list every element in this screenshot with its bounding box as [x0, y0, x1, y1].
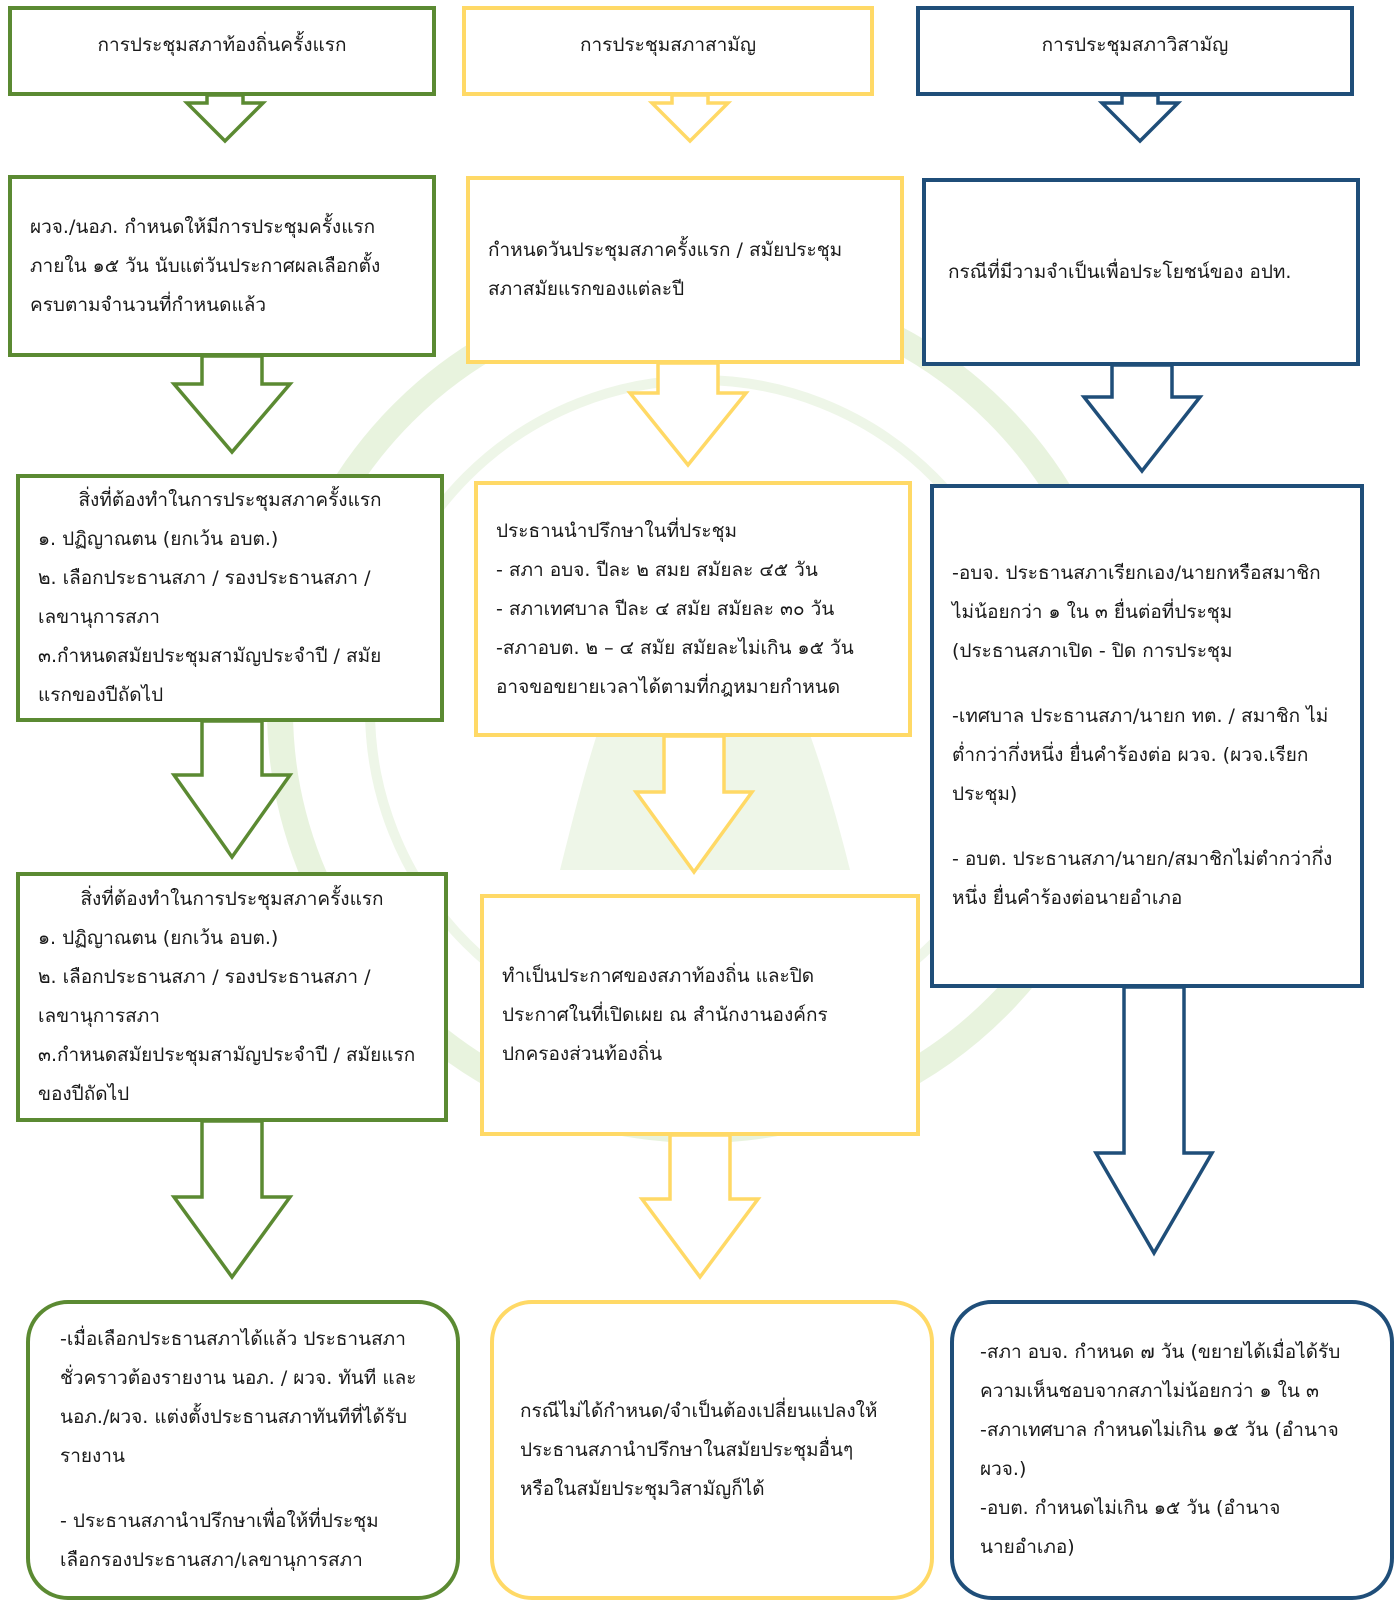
box-first-4: -เมื่อเลือกประธานสภาได้แล้ว ประธานสภา ชั…: [26, 1300, 460, 1600]
text-line: ของปีถัดไป: [38, 1083, 130, 1105]
box-extraordinary-2: -อบจ. ประธานสภาเรียกเอง/นายกหรือสมาชิก ไ…: [930, 484, 1364, 988]
text-line: สภาสมัยแรกของแต่ละปี: [488, 278, 685, 300]
text-line: (ประธานสภาเปิด - ปิด การประชุม: [952, 640, 1233, 662]
arrow-blue-3: [1092, 985, 1216, 1257]
text-line: ผวจ.): [980, 1458, 1027, 1480]
arrow-green-4: [170, 1119, 294, 1280]
header-ordinary-meeting-label: การประชุมสภาสามัญ: [579, 34, 757, 56]
text-line: ๓.กำหนดสมัยประชุมสามัญประจำปี / สมัยแรก: [38, 1044, 416, 1066]
box-ordinary-3: ทำเป็นประกาศของสภาท้องถิ่น และปิด ประกาศ…: [480, 894, 920, 1136]
arrow-green-2: [170, 354, 294, 455]
text-line: นอภ./ผวจ. แต่งตั้งประธานสภาทันทีที่ได้รั…: [60, 1406, 408, 1428]
box-ordinary-4: กรณีไม่ได้กำหนด/จำเป็นต้องเปลี่ยนแปลงให้…: [490, 1300, 934, 1600]
text-line: - อบต. ประธานสภา/นายก/สมาชิกไม่ตำกว่ากึ่…: [952, 848, 1333, 870]
text-line: ปกครองส่วนท้องถิ่น: [502, 1042, 663, 1065]
text-line: ประธานสภานำปรึกษาในสมัยประชุมอื่นๆ: [520, 1438, 854, 1461]
box-ordinary-2: ประธานนำปรึกษาในที่ประชุม - สภา อบจ. ปีล…: [474, 481, 912, 737]
spacer: [60, 1476, 426, 1502]
spacer: [952, 671, 1342, 697]
arrow-yellow-2: [626, 361, 750, 468]
header-first-meeting-label: การประชุมสภาท้องถิ่นครั้งแรก: [97, 34, 347, 56]
text-line: ความเห็นชอบจากสภาไม่น้อยกว่า ๑ ใน ๓: [980, 1380, 1319, 1402]
text-line: -สภาอบต. ๒ – ๔ สมัย สมัยละไม่เกิน ๑๕ วัน: [496, 636, 854, 659]
text-line: -เทศบาล ประธานสภา/นายก ทต. / สมาชิก ไม่: [952, 705, 1329, 727]
header-first-meeting: การประชุมสภาท้องถิ่นครั้งแรก: [8, 6, 436, 96]
text-line: นายอำเภอ): [980, 1536, 1075, 1558]
box-ordinary-1: กำหนดวันประชุมสภาครั้งแรก / สมัยประชุม ส…: [466, 176, 904, 364]
text-line: ไม่น้อยกว่า ๑ ใน ๓ ยื่นต่อที่ประชุม: [952, 601, 1233, 623]
text-line: ครบตามจำนวนที่กำหนดแล้ว: [30, 293, 267, 316]
text-line: กรณีที่มีวามจำเป็นเพื่อประโยชน์ของ อปท.: [948, 260, 1292, 283]
text-line: -สภาเทศบาล กำหนดไม่เกิน ๑๕ วัน (อำนาจ: [980, 1419, 1339, 1441]
header-extraordinary-meeting: การประชุมสภาวิสามัญ: [916, 6, 1354, 96]
arrow-green-3: [170, 719, 294, 861]
box-first-2: สิ่งที่ต้องทำในการประชุมสภาครั้งแรก ๑. ป…: [16, 474, 444, 722]
text-line: - สภาเทศบาล ปีละ ๔ สมัย สมัยละ ๓๐ วัน: [496, 597, 835, 620]
text-line: สิ่งที่ต้องทำในการประชุมสภาครั้งแรก: [80, 888, 384, 910]
text-line: สิ่งที่ต้องทำในการประชุมสภาครั้งแรก: [78, 489, 382, 511]
text-line: ๑. ปฏิญาณตน (ยกเว้น อบต.): [38, 528, 279, 550]
text-line: แรกของปีถัดไป: [38, 684, 164, 706]
arrow-blue-1: [1097, 93, 1183, 144]
text-line: ๒. เลือกประธานสภา / รองประธานสภา /: [38, 966, 371, 988]
arrow-blue-2: [1080, 363, 1204, 474]
box-extraordinary-1: กรณีที่มีวามจำเป็นเพื่อประโยชน์ของ อปท.: [922, 178, 1360, 366]
text-line: -อบต. กำหนดไม่เกิน ๑๕ วัน (อำนาจ: [980, 1497, 1281, 1519]
arrow-green-1: [182, 93, 268, 144]
text-line: - ประธานสภานำปรึกษาเพื่อให้ที่ประชุม: [60, 1510, 379, 1532]
box-extraordinary-4: -สภา อบจ. กำหนด ๗ วัน (ขยายได้เมื่อได้รั…: [950, 1300, 1394, 1600]
arrow-yellow-4: [638, 1133, 762, 1280]
arrow-yellow-3: [632, 734, 756, 875]
text-line: ต่ำกว่ากึ่งหนึ่ง ยื่นคำร้องต่อ ผวจ. (ผวจ…: [952, 744, 1309, 766]
text-line: ๓.กำหนดสมัยประชุมสามัญประจำปี / สมัย: [38, 645, 382, 667]
header-extraordinary-meeting-label: การประชุมสภาวิสามัญ: [1041, 34, 1229, 56]
text-line: ภายใน ๑๕ วัน นับแต่วันประกาศผลเลือกตั้ง: [30, 254, 381, 277]
text-line: เลขานุการสภา: [38, 606, 160, 628]
box-first-3: สิ่งที่ต้องทำในการประชุมสภาครั้งแรก ๑. ป…: [16, 872, 448, 1122]
header-ordinary-meeting: การประชุมสภาสามัญ: [462, 6, 874, 96]
text-line: ผวจ./นอภ. กำหนดให้มีการประชุมครั้งแรก: [30, 215, 376, 238]
text-line: เลขานุการสภา: [38, 1005, 160, 1027]
spacer: [952, 814, 1342, 840]
text-line: กำหนดวันประชุมสภาครั้งแรก / สมัยประชุม: [488, 239, 843, 261]
text-line: กรณีไม่ได้กำหนด/จำเป็นต้องเปลี่ยนแปลงให้: [520, 1399, 878, 1422]
arrow-yellow-1: [647, 93, 733, 144]
text-line: ชั่วคราวต้องรายงาน นอภ. / ผวจ. ทันที และ: [60, 1367, 417, 1389]
text-line: รายงาน: [60, 1445, 125, 1467]
text-line: หนึ่ง ยื่นคำร้องต่อนายอำเภอ: [952, 887, 1183, 909]
text-line: - สภา อบจ. ปีละ ๒ สมย สมัยละ ๔๕ วัน: [496, 558, 818, 581]
text-line: ประกาศในที่เปิดเผย ณ สำนักงานองค์กร: [502, 1003, 828, 1026]
text-line: -เมื่อเลือกประธานสภาได้แล้ว ประธานสภา: [60, 1328, 406, 1350]
text-line: ๒. เลือกประธานสภา / รองประธานสภา /: [38, 567, 371, 589]
text-line: -สภา อบจ. กำหนด ๗ วัน (ขยายได้เมื่อได้รั…: [980, 1341, 1341, 1363]
text-line: ประธานนำปรึกษาในที่ประชุม: [496, 519, 738, 542]
box-first-1: ผวจ./นอภ. กำหนดให้มีการประชุมครั้งแรก ภา…: [8, 175, 436, 357]
text-line: -อบจ. ประธานสภาเรียกเอง/นายกหรือสมาชิก: [952, 562, 1321, 584]
text-line: ๑. ปฏิญาณตน (ยกเว้น อบต.): [38, 927, 279, 949]
text-line: หรือในสมัยประชุมวิสามัญก็ได้: [520, 1477, 765, 1500]
text-line: ทำเป็นประกาศของสภาท้องถิ่น และปิด: [502, 964, 815, 987]
text-line: ประชุม): [952, 783, 1018, 805]
text-line: อาจขอขยายเวลาได้ตามที่กฎหมายกำหนด: [496, 675, 841, 698]
text-line: เลือกรองประธานสภา/เลขานุการสภา: [60, 1549, 363, 1571]
